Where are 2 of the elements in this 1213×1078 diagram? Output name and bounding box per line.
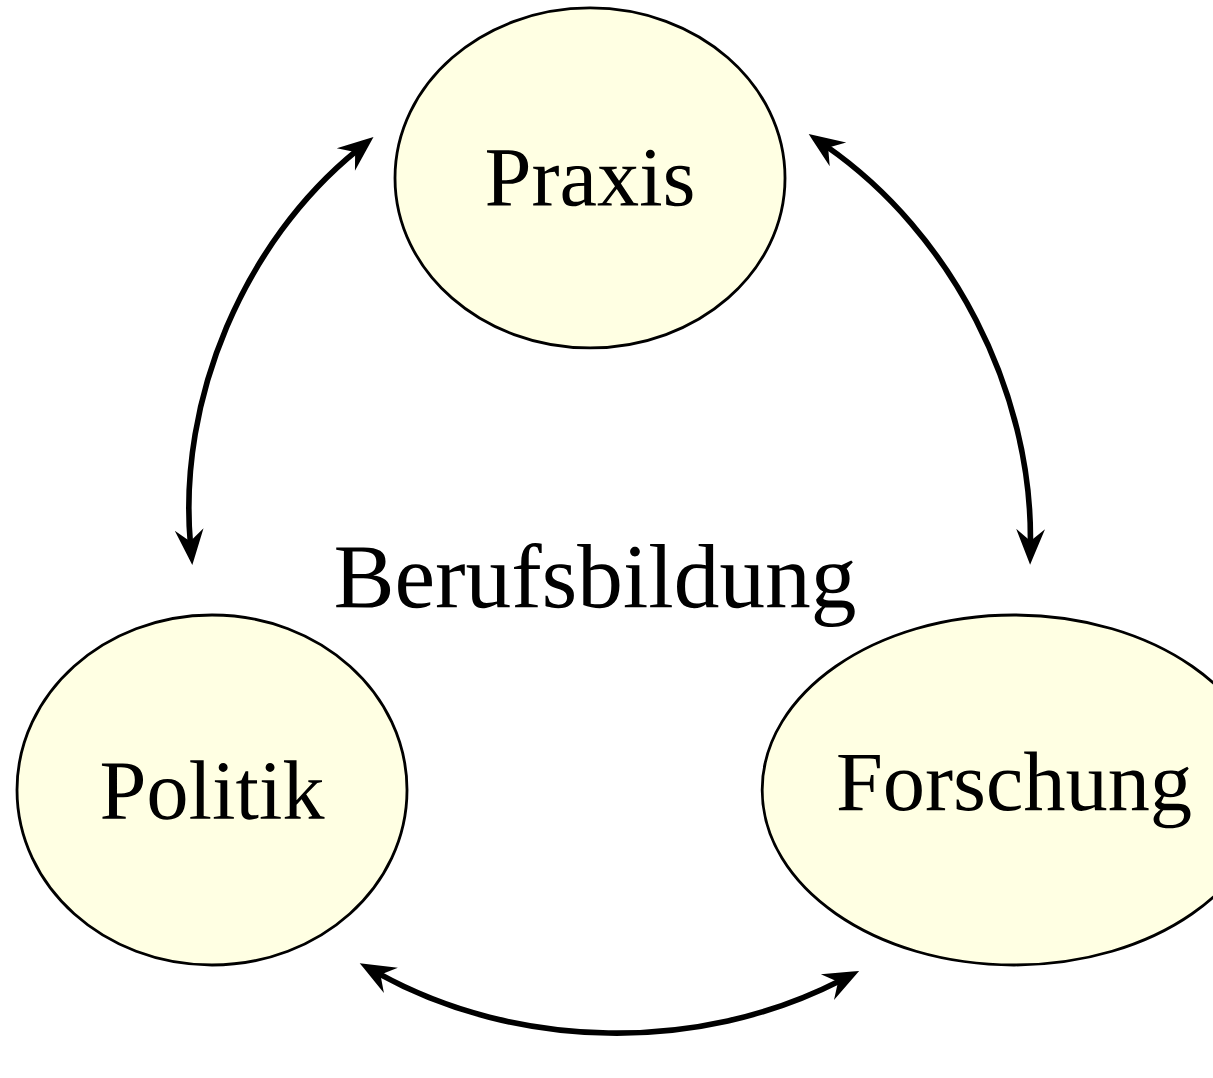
ellipse-node: Praxis bbox=[393, 6, 787, 350]
ellipse-node: Politik bbox=[15, 613, 409, 967]
